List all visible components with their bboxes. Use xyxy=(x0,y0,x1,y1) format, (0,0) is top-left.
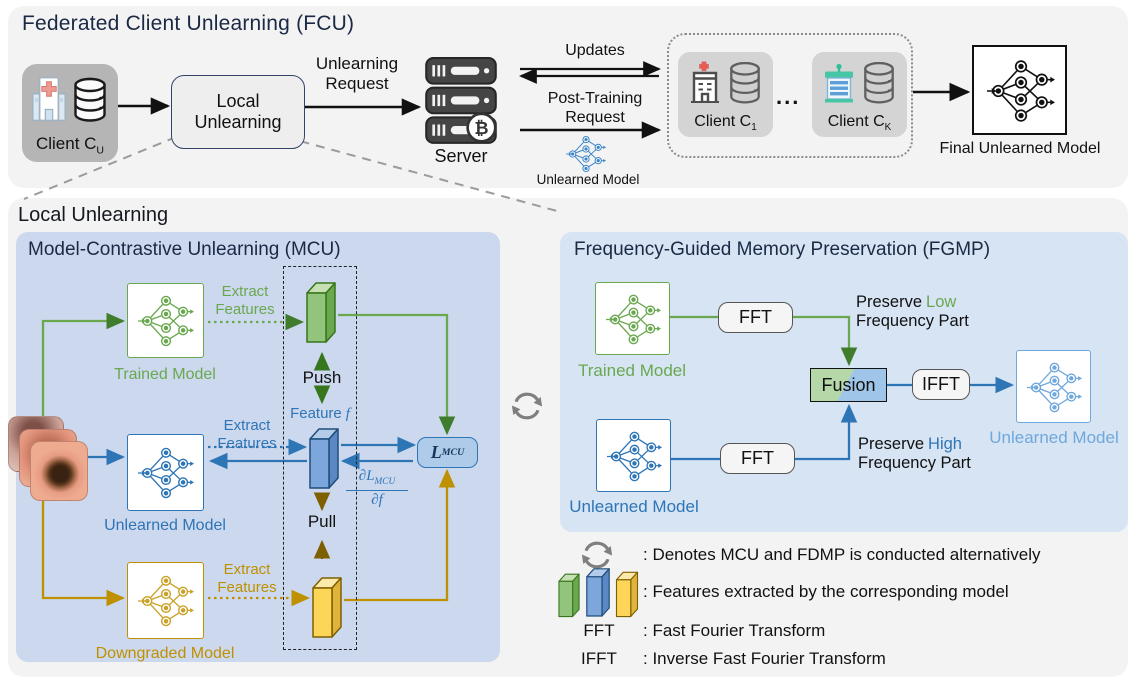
fft-box-top: FFT xyxy=(718,302,793,333)
neural-network-icon xyxy=(138,293,194,349)
fft-box-bottom: FFT xyxy=(720,443,795,474)
database-icon xyxy=(728,61,762,105)
downgraded-model-label: Downgraded Model xyxy=(95,645,235,662)
post-training-label: Post-Training Request xyxy=(547,90,643,126)
hospital-icon xyxy=(31,76,67,122)
neural-network-icon xyxy=(138,445,194,501)
database-icon xyxy=(862,61,896,105)
feature-bar-blue xyxy=(586,568,610,616)
unlearned-model-box xyxy=(127,434,204,511)
skin-image-front xyxy=(30,441,88,501)
pull-label: Pull xyxy=(307,512,337,531)
gradient-fraction: ∂LMCU ∂f xyxy=(346,468,408,509)
fusion-box: Fusion xyxy=(810,368,887,402)
neural-network-icon xyxy=(138,573,194,629)
feature-bar-yellow xyxy=(312,572,342,642)
feature-bar-blue xyxy=(309,424,339,492)
fgmp-unlearned-model-right-label: Unlearned Model xyxy=(989,428,1119,447)
trained-model-label: Trained Model xyxy=(114,366,216,383)
local-unlearning-box: Local Unlearning xyxy=(171,75,305,149)
mcu-title: Model-Contrastive Unlearning (MCU) xyxy=(28,239,341,260)
fgmp-unlearned-model-right-box xyxy=(1016,350,1091,423)
clients-ellipsis: ... xyxy=(776,84,801,109)
neural-network-icon xyxy=(1027,360,1082,415)
neural-network-icon xyxy=(607,429,662,484)
hospital-icon xyxy=(688,61,722,103)
feature-bar-yellow xyxy=(616,572,638,617)
client-1-label: Client C1 xyxy=(694,113,757,134)
server-label: Server xyxy=(434,146,488,166)
unlearned-model-mini-icon xyxy=(566,134,606,174)
client-k-card: Client CK xyxy=(812,52,907,137)
legend-ifft-text: : Inverse Fast Fourier Transform xyxy=(643,649,886,668)
local-section-title: Local Unlearning xyxy=(18,204,169,226)
push-label: Push xyxy=(302,368,342,387)
legend-ifft-key: IFFT xyxy=(581,649,617,668)
ifft-box: IFFT xyxy=(912,369,970,400)
final-model-label: Final Unlearned Model xyxy=(939,140,1101,157)
legend-sync-text: : Denotes MCU and FDMP is conducted alte… xyxy=(643,545,1041,564)
neural-network-icon xyxy=(606,292,661,347)
legend-fft-text: : Fast Fourier Transform xyxy=(643,621,826,640)
alternate-sync-icon xyxy=(508,389,546,423)
final-model-box xyxy=(972,45,1067,135)
client-u-card: Client CU xyxy=(22,64,118,162)
neural-network-icon xyxy=(985,57,1057,125)
building-icon xyxy=(822,63,856,103)
legend-fft-key: FFT xyxy=(583,621,615,640)
client-u-label: Client CU xyxy=(35,134,105,157)
fgmp-trained-model-label: Trained Model xyxy=(577,361,687,380)
legend-bars-text: : Features extracted by the correspondin… xyxy=(643,582,1009,601)
feature-dashed-box xyxy=(283,266,357,650)
unlearned-model-label: Unlearned Model xyxy=(104,517,226,534)
fgmp-unlearned-model-left-box xyxy=(596,419,671,492)
client-1-card: Client C1 xyxy=(678,52,773,137)
local-box-line1: Local xyxy=(216,90,260,111)
server-icon xyxy=(424,57,498,147)
fcu-title: Federated Client Unlearning (FCU) xyxy=(22,12,355,35)
legend-feature-bars xyxy=(557,566,643,618)
client-k-label: Client CK xyxy=(827,113,892,134)
updates-label: Updates xyxy=(565,42,625,59)
fgmp-title: Frequency-Guided Memory Preservation (FG… xyxy=(574,239,991,260)
fgmp-unlearned-model-left-label: Unlearned Model xyxy=(569,497,699,516)
trained-model-box xyxy=(127,283,204,358)
unlearning-request-label: Unlearning Request xyxy=(315,54,399,94)
database-icon xyxy=(72,77,108,123)
feature-bar-green xyxy=(558,574,580,617)
clients-group-box xyxy=(667,33,913,158)
downgraded-model-box xyxy=(127,562,204,639)
unlearned-model-mini-label: Unlearned Model xyxy=(536,172,640,187)
local-box-line2: Unlearning xyxy=(194,112,282,132)
feature-bar-green xyxy=(306,280,336,344)
fgmp-trained-model-box xyxy=(595,282,670,355)
